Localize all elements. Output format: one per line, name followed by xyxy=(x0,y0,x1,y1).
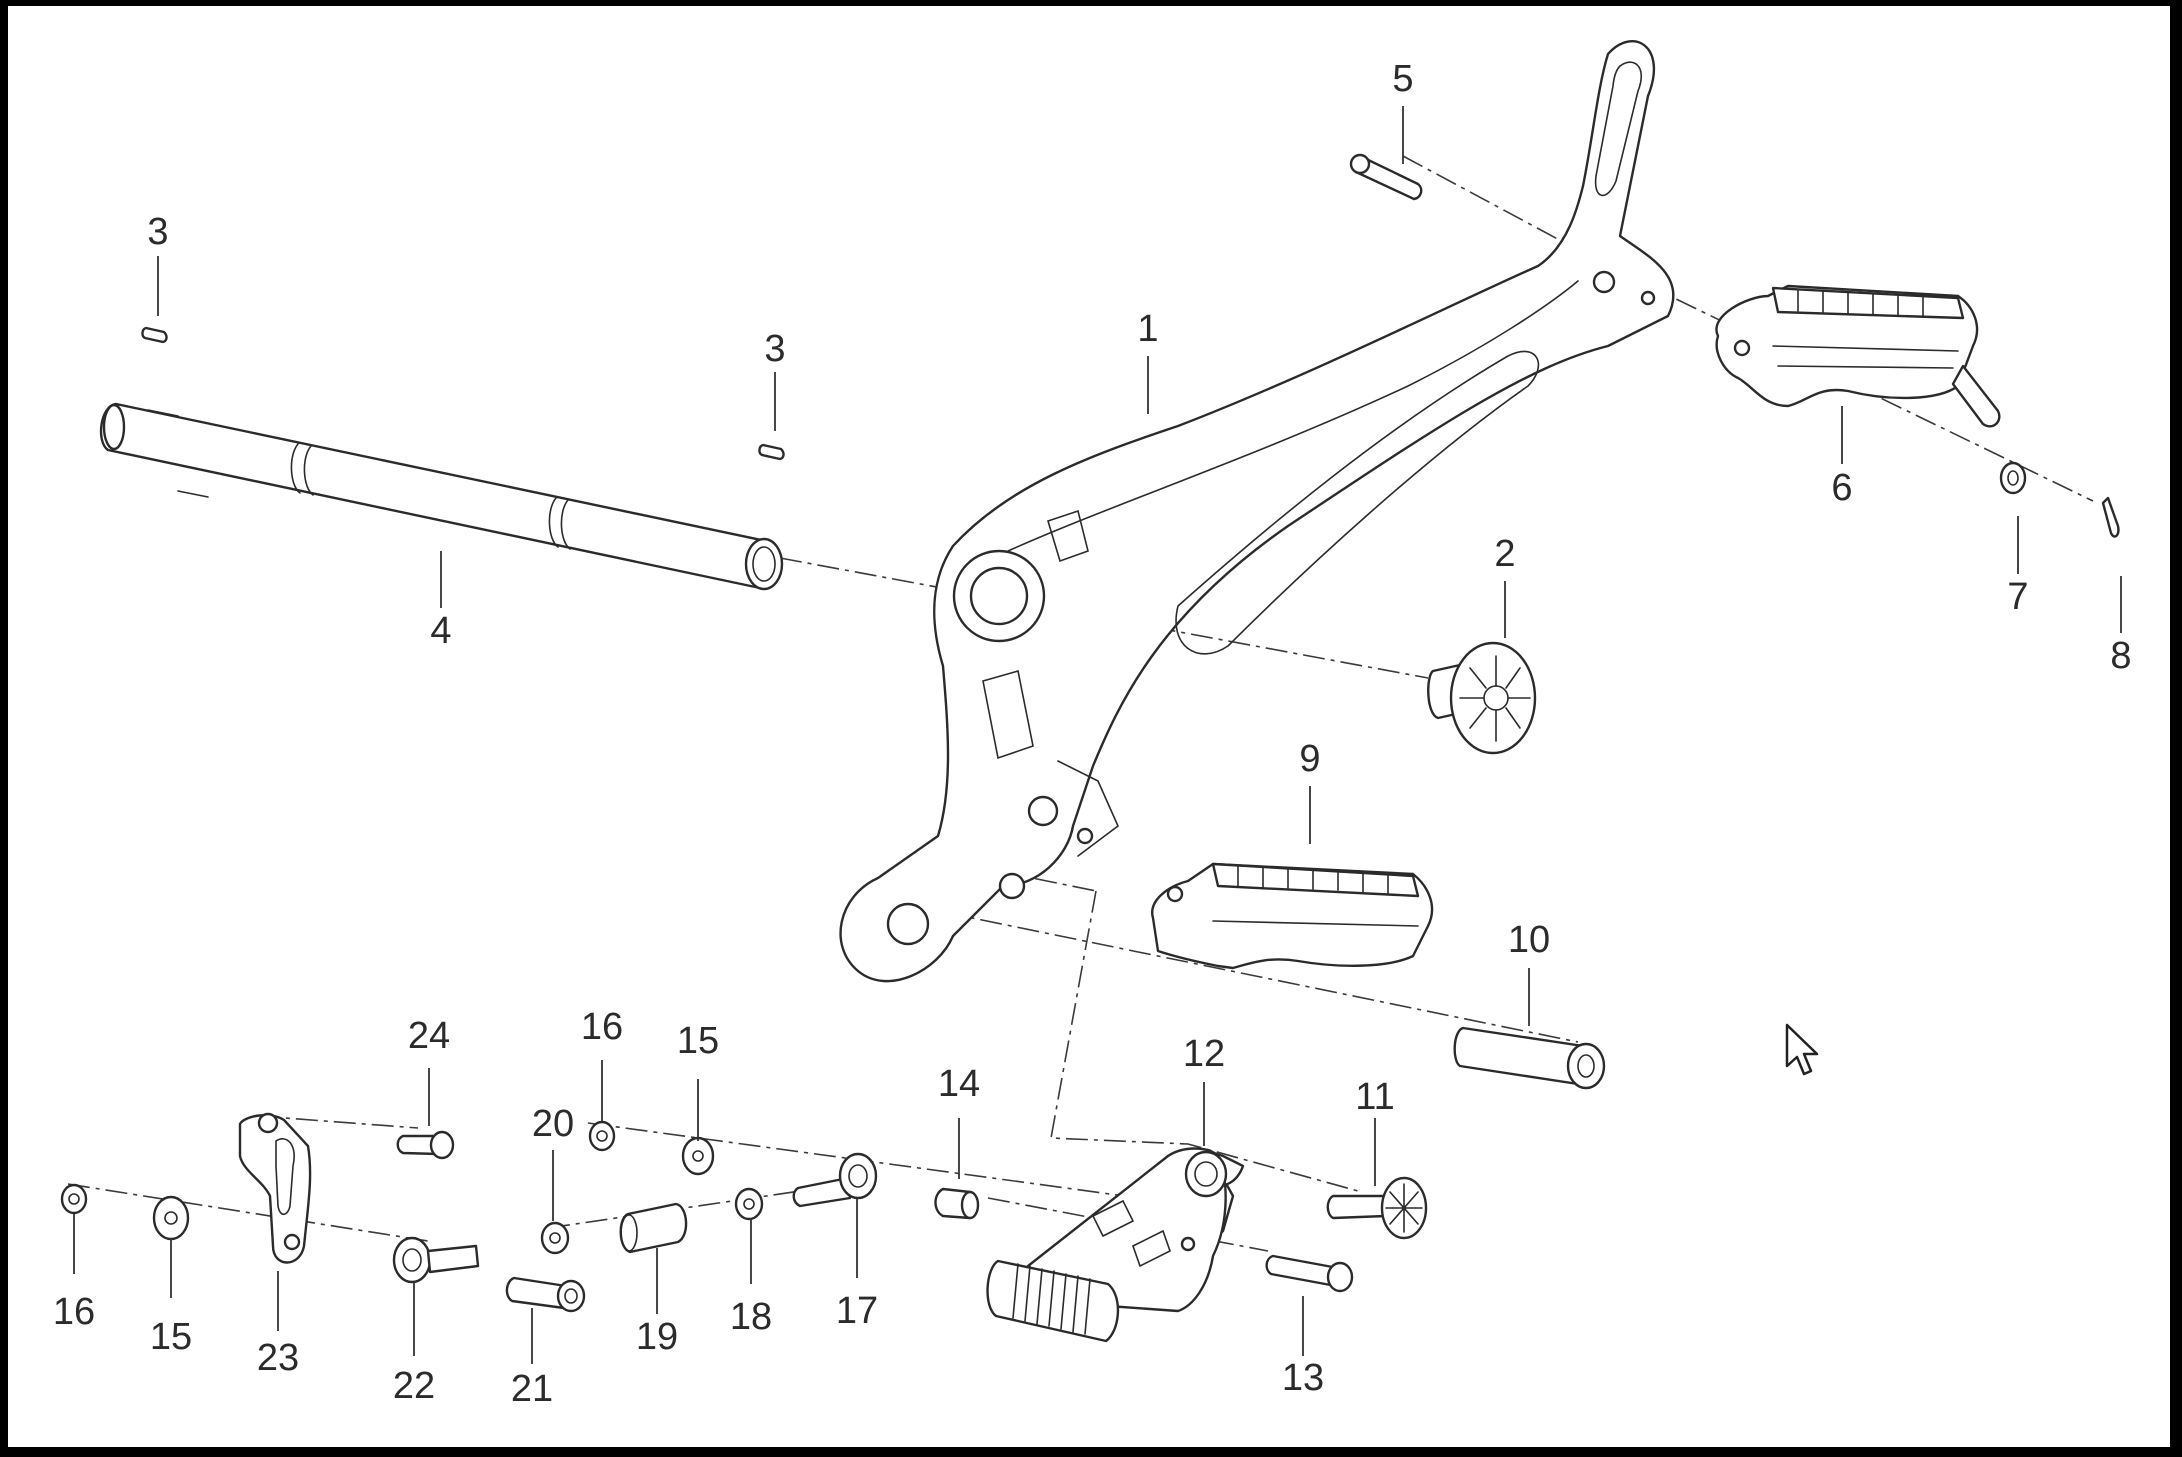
callout-18: 18 xyxy=(730,1296,772,1338)
callout-4: 4 xyxy=(430,610,451,652)
callout-15-left: 15 xyxy=(150,1316,192,1358)
part-shaft xyxy=(99,402,784,591)
callout-leader-lines xyxy=(73,106,2122,1364)
part-shift-lever xyxy=(986,1147,1245,1343)
callout-14: 14 xyxy=(938,1063,980,1105)
callout-11: 11 xyxy=(1355,1076,1394,1118)
part-bolt-24 xyxy=(396,1130,455,1160)
callout-labels: 1 2 3 3 4 5 6 7 8 9 10 11 12 13 14 15 15… xyxy=(53,58,2132,1410)
part-spacer-tube-19 xyxy=(619,1202,688,1254)
callout-22: 22 xyxy=(393,1365,435,1407)
callout-2: 2 xyxy=(1494,533,1515,575)
part-pin-upper-right xyxy=(758,443,785,461)
part-washer-15-right xyxy=(681,1136,715,1176)
callout-23: 23 xyxy=(257,1337,299,1379)
part-nut-18 xyxy=(734,1187,764,1221)
part-link-arm xyxy=(238,1112,312,1264)
callout-12: 12 xyxy=(1183,1033,1225,1075)
callout-17: 17 xyxy=(836,1290,878,1332)
callout-1: 1 xyxy=(1137,308,1158,350)
callout-3-left: 3 xyxy=(147,211,168,253)
callout-7: 7 xyxy=(2007,576,2028,618)
part-lower-footpeg xyxy=(1151,862,1434,970)
callout-5: 5 xyxy=(1392,58,1413,100)
part-bushing-14 xyxy=(934,1187,980,1220)
part-nut-16-right xyxy=(588,1120,616,1152)
callout-16-right: 16 xyxy=(581,1006,623,1048)
part-upper-footpeg xyxy=(1715,284,2001,428)
callout-15-right: 15 xyxy=(677,1020,719,1062)
part-spacer-17 xyxy=(792,1152,878,1208)
part-nut-20 xyxy=(540,1221,570,1255)
part-main-bracket xyxy=(839,40,1675,983)
exploded-parts-diagram: 1 2 3 3 4 5 6 7 8 9 10 11 12 13 14 15 15… xyxy=(53,40,2132,1410)
part-plug-cap xyxy=(1427,641,1537,755)
part-washer-7 xyxy=(1999,461,2027,495)
part-upper-pin xyxy=(1349,153,1423,201)
callout-13: 13 xyxy=(1282,1357,1324,1399)
callout-6: 6 xyxy=(1831,467,1852,509)
callout-8: 8 xyxy=(2110,635,2131,677)
mouse-cursor-icon xyxy=(1785,1023,1819,1076)
part-cotter-pin xyxy=(2101,496,2120,538)
callout-3-right: 3 xyxy=(764,328,785,370)
callout-16-left: 16 xyxy=(53,1291,95,1333)
callout-10: 10 xyxy=(1508,919,1550,961)
callout-19: 19 xyxy=(636,1316,678,1358)
part-bolt-13 xyxy=(1265,1254,1354,1293)
callout-24: 24 xyxy=(408,1015,450,1057)
part-bolt-21 xyxy=(505,1276,586,1313)
part-bushing-22 xyxy=(392,1236,480,1284)
callout-21: 21 xyxy=(511,1368,553,1410)
part-pin-upper-left xyxy=(141,326,168,344)
part-bolt-11 xyxy=(1326,1176,1428,1240)
part-long-bolt xyxy=(1453,1026,1606,1090)
part-washer-15-left xyxy=(152,1195,190,1241)
part-nut-16-left xyxy=(60,1183,88,1215)
callout-9: 9 xyxy=(1299,738,1320,780)
diagram-frame: 1 2 3 3 4 5 6 7 8 9 10 11 12 13 14 15 15… xyxy=(8,6,2170,1447)
callout-20: 20 xyxy=(532,1103,574,1145)
